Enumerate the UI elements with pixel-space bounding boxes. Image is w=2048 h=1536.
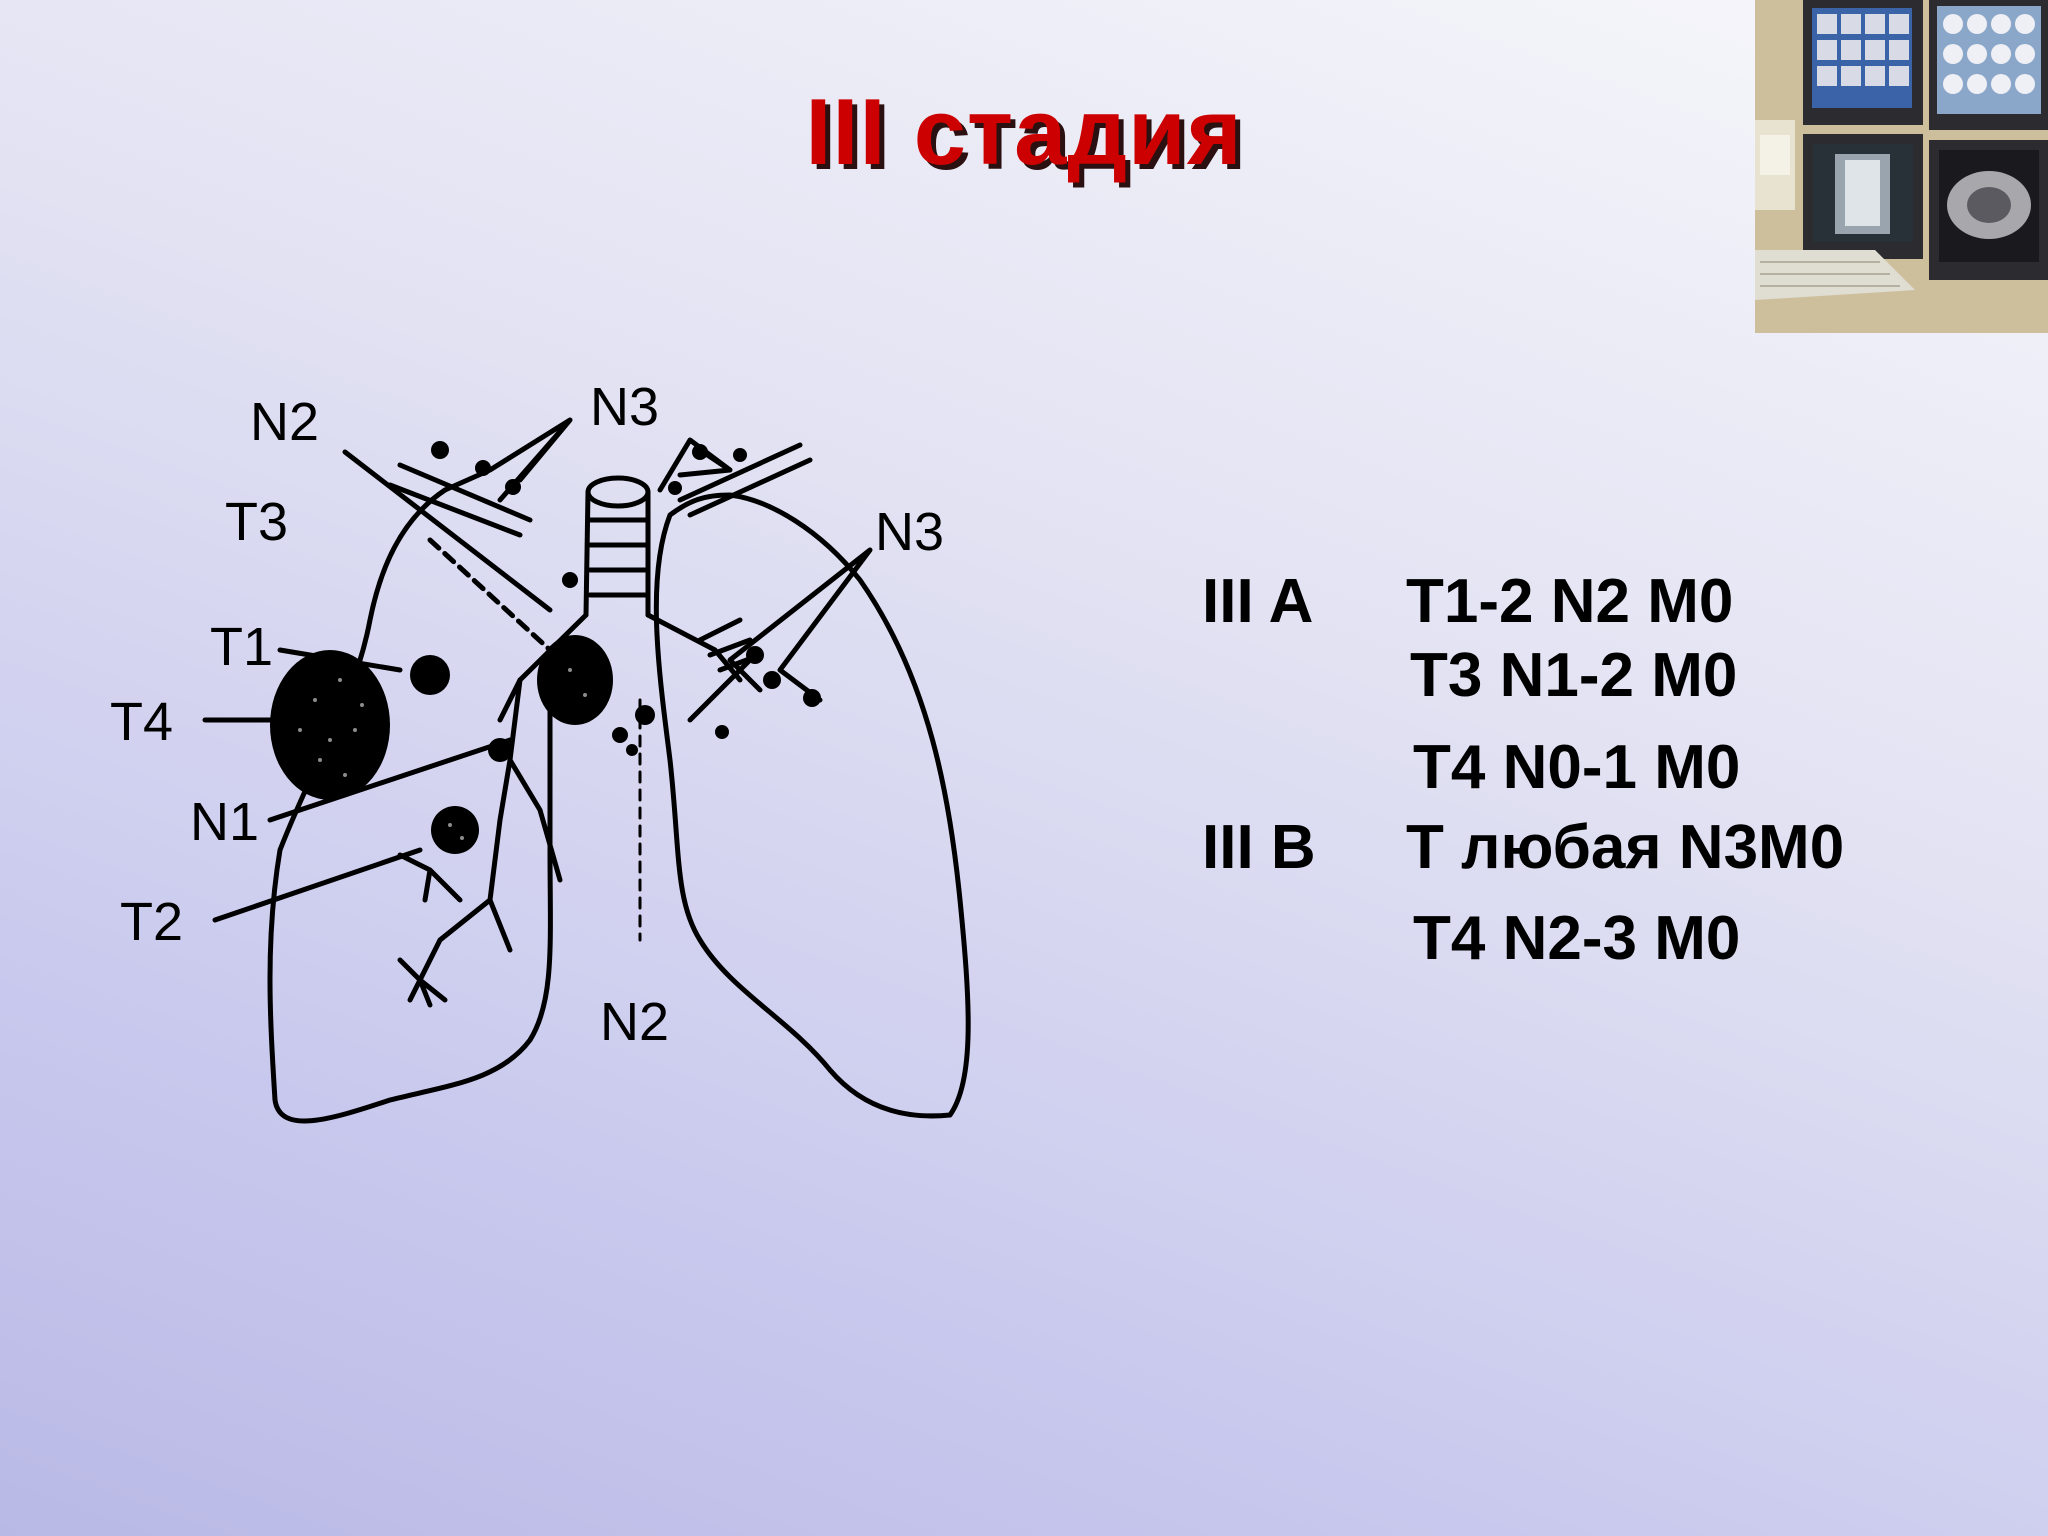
slide-title: III стадия	[805, 79, 1243, 184]
tumor-t1	[410, 655, 450, 695]
label-t4: T4	[110, 692, 173, 752]
tumor-t4	[270, 650, 390, 800]
lung-tnm-diagram: N2 N3 N3 T3 T1 T4 N1 T2 N2	[100, 377, 1000, 1160]
stage-iiia-line-2: T3 N1-2 M0	[1410, 641, 1738, 710]
label-t2: T2	[120, 892, 183, 952]
trachea-top	[585, 475, 651, 509]
left-lung-outline	[653, 492, 971, 1119]
stage-iiia-line-3: T4 N0-1 M0	[1413, 733, 1741, 802]
stage-iiia-label: III A	[1202, 567, 1314, 636]
label-n1: N1	[190, 792, 259, 852]
tumor-t2	[431, 806, 479, 854]
label-t3: T3	[225, 492, 288, 552]
label-n3-right: N3	[875, 502, 944, 562]
stage-iiib-label: III B	[1202, 813, 1316, 882]
radiology-monitors-photo	[1755, 0, 2048, 333]
right-lung-outline	[267, 487, 553, 1124]
mediastinal-node-mass	[537, 635, 613, 725]
stage-iiib-line-1: T любая N3M0	[1406, 813, 1845, 882]
lymph-node	[431, 441, 449, 459]
label-t1: T1	[210, 617, 273, 677]
label-n2-top: N2	[250, 392, 319, 452]
label-n3-top: N3	[590, 380, 659, 437]
label-n2-bottom: N2	[600, 992, 669, 1052]
stage-iiia-line-1: T1-2 N2 M0	[1406, 567, 1734, 636]
stage-iiib-line-2: T4 N2-3 M0	[1413, 904, 1741, 973]
